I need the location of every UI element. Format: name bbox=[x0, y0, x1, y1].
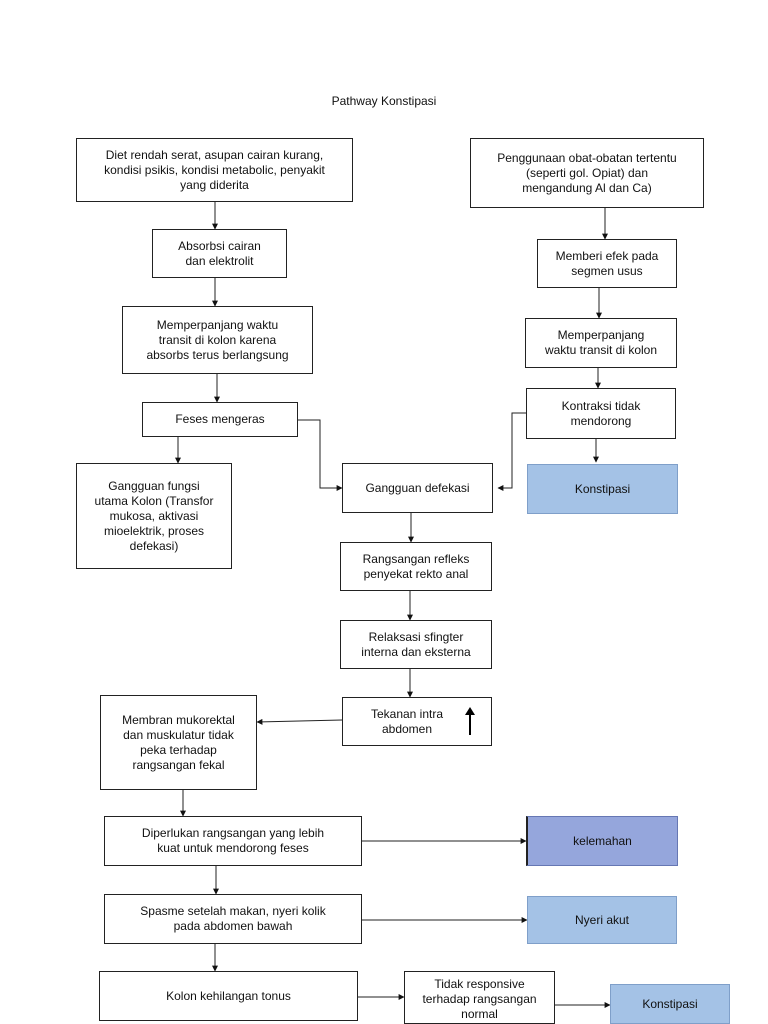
node-tidak-responsive: Tidak responsive terhadap rangsangan nor… bbox=[404, 971, 555, 1024]
node-konstipasi-1: Konstipasi bbox=[527, 464, 678, 514]
node-relaksasi: Relaksasi sfingter interna dan eksterna bbox=[340, 620, 492, 669]
node-efek: Memberi efek pada segmen usus bbox=[537, 239, 677, 288]
node-tekanan: Tekanan intra abdomen bbox=[342, 697, 492, 746]
node-memperpanjang-kiri: Memperpanjang waktu transit di kolon kar… bbox=[122, 306, 313, 374]
edge-kontraksi-gangguan-defekasi bbox=[497, 412, 526, 491]
node-nyeri: Nyeri akut bbox=[527, 896, 677, 944]
tekanan-label: Tekanan intra abdomen bbox=[370, 706, 444, 736]
edge-tekanan-membran bbox=[256, 718, 343, 725]
node-memperpanjang-kanan: Memperpanjang waktu transit di kolon bbox=[525, 318, 677, 368]
node-feses: Feses mengeras bbox=[142, 402, 298, 437]
node-spasme: Spasme setelah makan, nyeri kolik pada a… bbox=[104, 894, 362, 944]
node-gangguan-defekasi: Gangguan defekasi bbox=[342, 463, 493, 513]
node-absorbsi: Absorbsi cairan dan elektrolit bbox=[152, 229, 287, 278]
node-diperlukan: Diperlukan rangsangan yang lebih kuat un… bbox=[104, 816, 362, 866]
node-obat: Penggunaan obat-obatan tertentu (seperti… bbox=[470, 138, 704, 208]
node-kolon: Kolon kehilangan tonus bbox=[99, 971, 358, 1021]
arrow-up-icon bbox=[465, 707, 475, 735]
node-diet: Diet rendah serat, asupan cairan kurang,… bbox=[76, 138, 353, 202]
edge-feses-gangguan-defekasi bbox=[298, 419, 343, 491]
node-membran: Membran mukorektal dan muskulatur tidak … bbox=[100, 695, 257, 790]
diagram-title: Pathway Konstipasi bbox=[331, 94, 437, 108]
node-rangsangan: Rangsangan refleks penyekat rekto anal bbox=[340, 542, 492, 591]
node-konstipasi-2: Konstipasi bbox=[610, 984, 730, 1024]
node-kontraksi: Kontraksi tidak mendorong bbox=[526, 388, 676, 439]
node-gangguan-fungsi: Gangguan fungsi utama Kolon (Transfor mu… bbox=[76, 463, 232, 569]
node-kelemahan: kelemahan bbox=[526, 816, 678, 866]
